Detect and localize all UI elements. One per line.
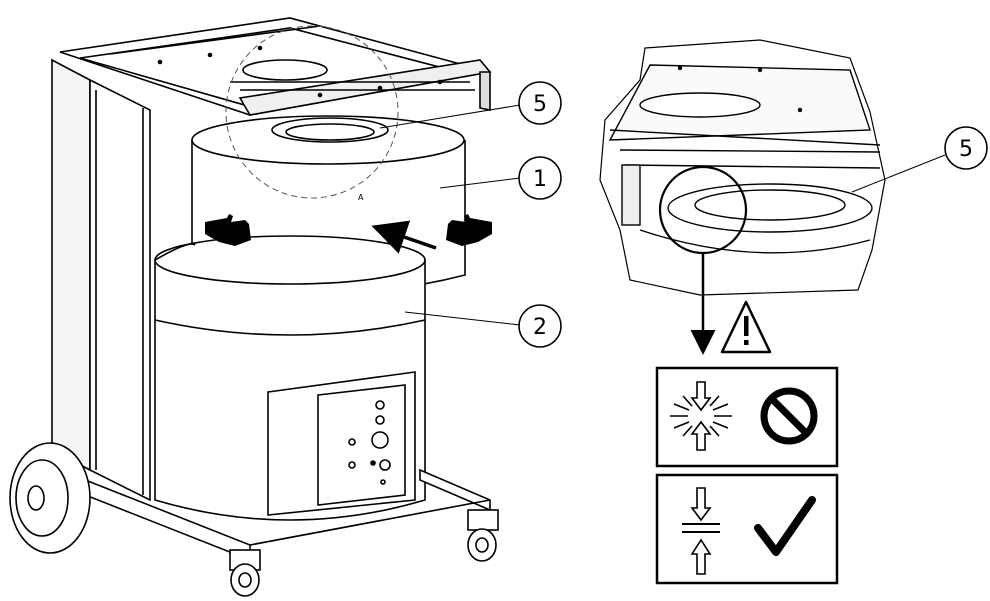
leader-callout-2 [404,311,521,326]
detail-circle [225,25,399,199]
correct-panel [655,473,839,585]
warning-triangle-icon [720,300,772,354]
compression-burst-icon [670,381,732,451]
hand-right-icon [446,214,492,246]
svg-text:1: 1 [533,167,547,192]
leader-callout-1 [439,177,521,189]
direction-arrow [371,220,437,254]
callout-5-main: 5 [518,81,562,125]
large-wheel [9,442,91,554]
leader-callout-5-detail [851,154,946,193]
leader-callout-5-main [379,104,521,129]
callout-1: 1 [518,156,562,200]
gap-alignment-icon [682,487,720,575]
svg-text:5: 5 [959,137,973,162]
svg-text:2: 2 [533,315,547,340]
checkmark-icon [754,496,816,556]
callout-2: 2 [518,304,562,348]
incorrect-panel [655,366,839,468]
hand-left-icon [205,214,251,246]
cart-assembly [9,17,499,597]
top-frame [59,17,492,116]
detail-marker-label: A [358,193,364,202]
prohibited-icon [760,387,818,445]
caster-front [229,549,261,597]
detail-view [599,39,886,296]
callout-5-detail: 5 [944,126,988,170]
caster-rear [467,509,499,562]
svg-text:5: 5 [533,92,547,117]
frame-upright [51,58,151,502]
lower-drum [154,235,426,521]
